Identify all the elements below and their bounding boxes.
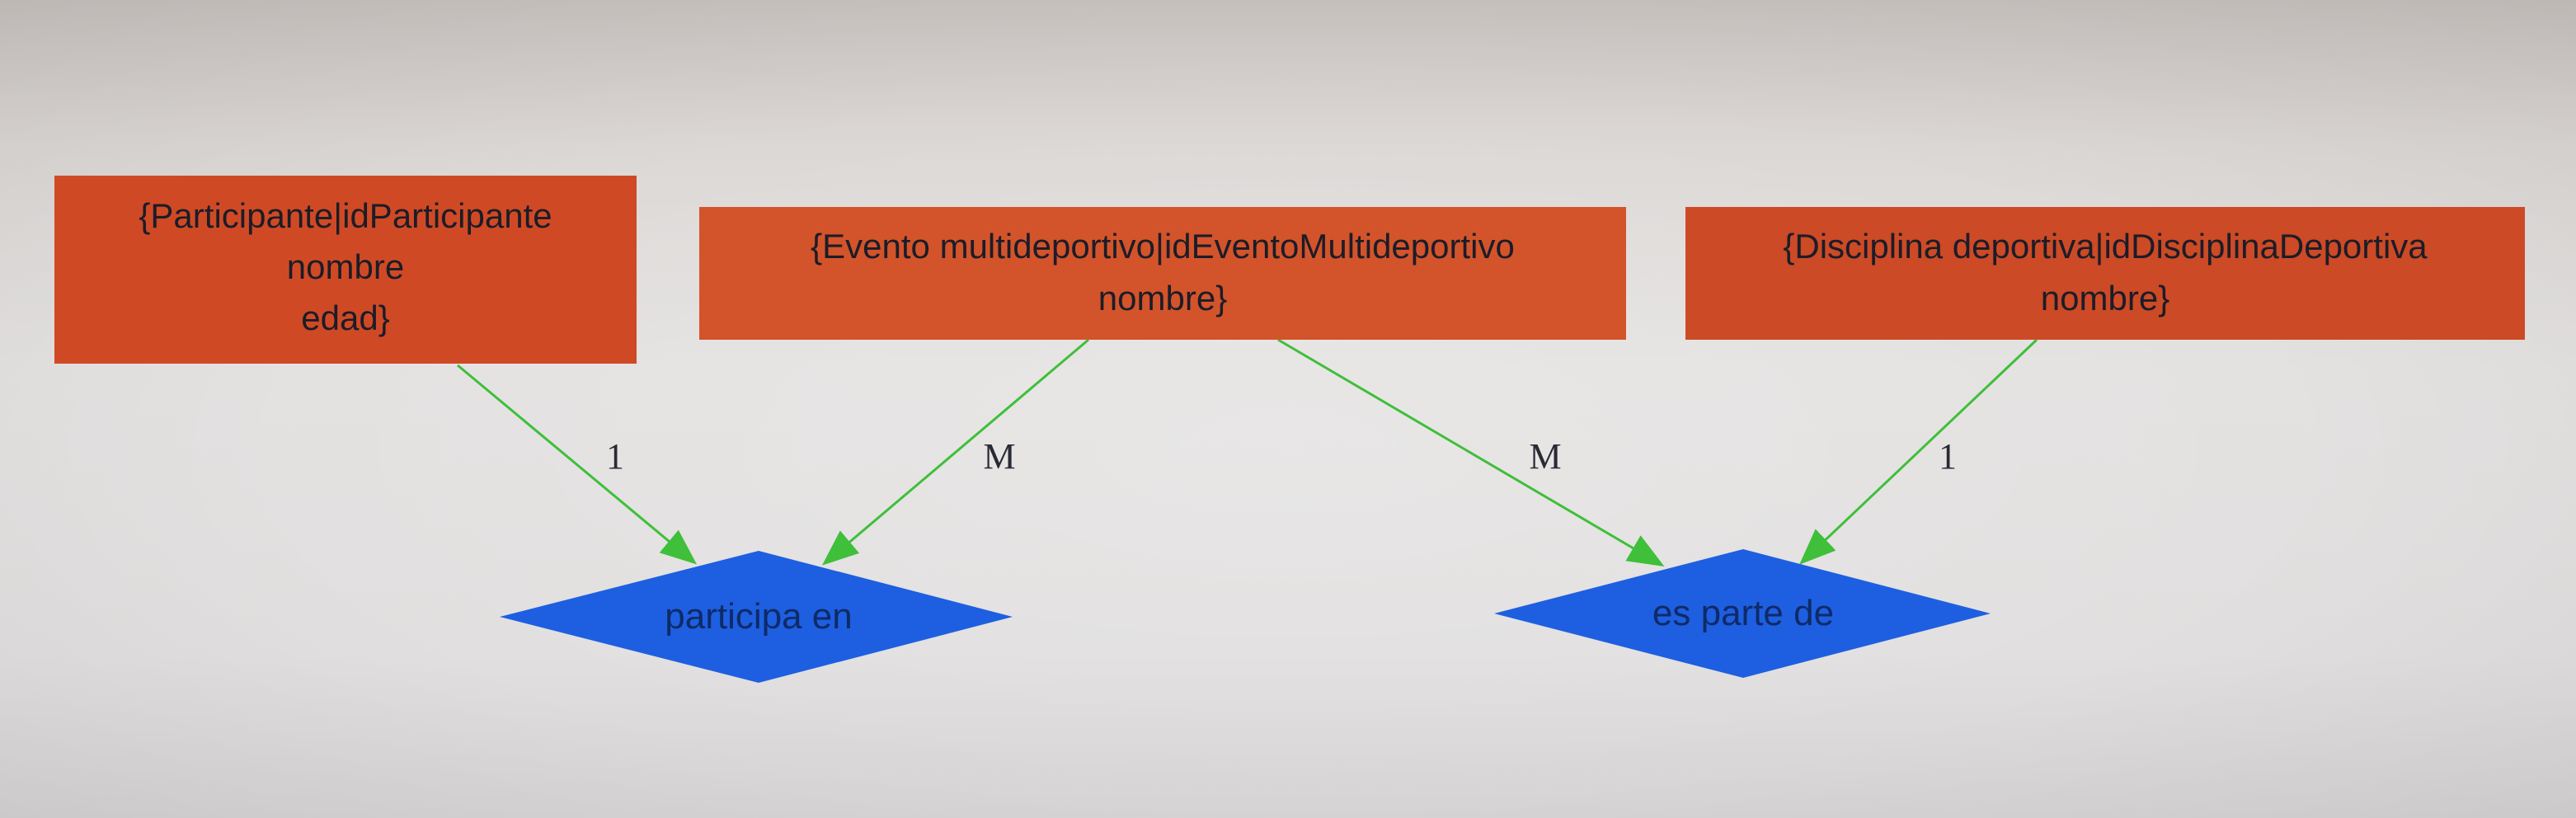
cardinality-layer: 1 M M 1: [606, 436, 1957, 477]
entity-line: {Evento multideportivo|idEventoMultidepo…: [811, 227, 1515, 266]
entity-box: [1685, 207, 2525, 340]
relationship-label: es parte de: [1652, 593, 1834, 633]
cardinality-label: M: [983, 436, 1015, 477]
entity-line: nombre}: [1098, 279, 1227, 317]
edge-disciplina-esparte: [1799, 338, 2038, 565]
edge-participante-participa: [457, 364, 698, 565]
entity-line: edad}: [301, 299, 389, 337]
relationship-participa-en[interactable]: participa en: [500, 551, 1013, 683]
entity-line: nombre}: [2041, 279, 2169, 317]
relationship-diamond: [1494, 549, 1991, 678]
relationship-label: participa en: [665, 596, 852, 637]
relationship-es-parte-de[interactable]: es parte de: [1494, 549, 1991, 678]
entity-line: nombre: [287, 247, 404, 286]
entity-box: [54, 176, 637, 364]
edge-evento-participa: [821, 338, 1089, 566]
entity-line: {Disciplina deportiva|idDisciplinaDeport…: [1783, 227, 2428, 266]
cardinality-label: 1: [606, 436, 624, 477]
entity-participante[interactable]: {Participante|idParticipante nombre edad…: [54, 176, 637, 364]
relationship-diamond: [500, 551, 1013, 683]
cardinality-label: M: [1529, 436, 1561, 477]
cardinality-label: 1: [1939, 436, 1957, 477]
entity-disciplina[interactable]: {Disciplina deportiva|idDisciplinaDeport…: [1685, 207, 2525, 340]
entity-line: {Participante|idParticipante: [139, 196, 552, 235]
entity-evento[interactable]: {Evento multideportivo|idEventoMultidepo…: [699, 207, 1626, 340]
entity-box: [699, 207, 1626, 340]
edge-evento-esparte: [1277, 338, 1665, 567]
edges-layer: [457, 338, 2038, 567]
